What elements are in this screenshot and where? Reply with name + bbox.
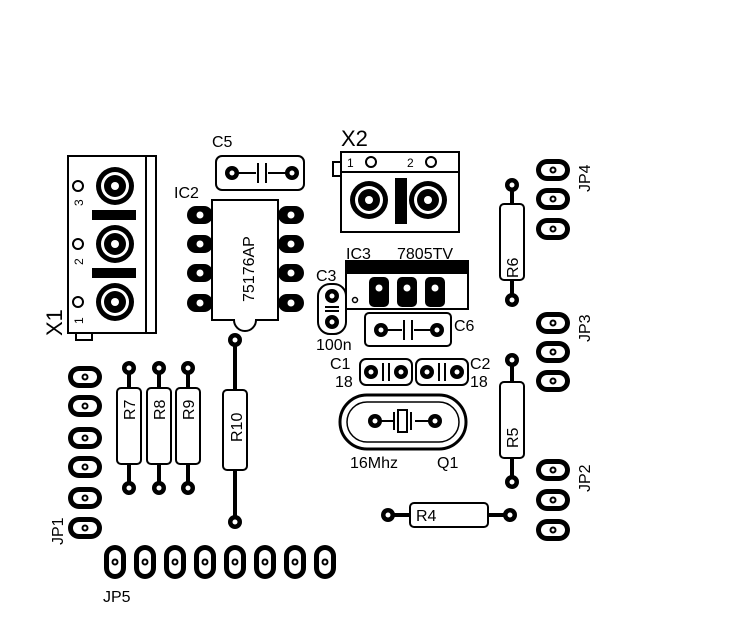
x1-label: X1 (42, 309, 67, 336)
c5-label: C5 (212, 134, 233, 151)
q1-frequency-label: 16Mhz (350, 455, 398, 472)
c6-capacitor: C6 (364, 312, 475, 347)
x1-pin3-label: 3 (72, 199, 86, 206)
x2-pin2-label: 2 (407, 156, 414, 170)
jp1-header: JP1 (50, 366, 102, 545)
c3-capacitor: C3 100n (316, 268, 352, 354)
jp4-header: JP4 (536, 159, 594, 240)
r9-label: R9 (181, 399, 198, 420)
r6-label: R6 (505, 257, 522, 278)
r5-label: R5 (505, 427, 522, 448)
c2-label: C2 (470, 356, 491, 373)
r8-resistor: R8 (146, 361, 172, 495)
jp5-header: JP5 (103, 545, 336, 606)
ic2-part-label: 75176AP (241, 236, 258, 302)
c1-value-label: 18 (335, 374, 353, 391)
r6-resistor: R6 (499, 178, 525, 307)
c1-label: C1 (330, 356, 351, 373)
jp4-label: JP4 (577, 164, 594, 192)
r9-resistor: R9 (175, 361, 201, 495)
jp3-label: JP3 (577, 314, 594, 342)
x2-label: X2 (341, 126, 368, 151)
r5-resistor: R5 (499, 353, 525, 489)
c2-value-label: 18 (470, 374, 488, 391)
x2-pin1-label: 1 (347, 156, 354, 170)
r7-label: R7 (122, 399, 139, 420)
c2-capacitor: C2 18 (415, 356, 491, 391)
c5-capacitor: C5 (212, 134, 305, 191)
ic3-regulator: IC3 7805TV (345, 246, 469, 310)
r4-resistor: R4 (381, 502, 517, 528)
r10-resistor: R10 (222, 333, 248, 529)
x1-pin1-label: 1 (72, 317, 86, 324)
jp2-label: JP2 (577, 464, 594, 492)
ic2-label: IC2 (174, 185, 199, 202)
x2-terminal-block: 1 2 X2 (332, 126, 460, 233)
ic3-label: IC3 (346, 246, 371, 263)
jp3-header: JP3 (536, 312, 594, 392)
jp1-label: JP1 (50, 517, 67, 545)
r7-resistor: R7 (116, 361, 142, 495)
jp2-header: JP2 (536, 459, 594, 541)
r8-label: R8 (152, 399, 169, 420)
r10-label: R10 (229, 413, 246, 442)
c3-value-label: 100n (316, 337, 352, 354)
q1-crystal: 16Mhz Q1 (338, 393, 468, 472)
ic2-chip: IC2 75176AP (174, 185, 304, 332)
jp5-label: JP5 (103, 589, 131, 606)
r4-label: R4 (416, 508, 437, 525)
c1-capacitor: C1 18 (330, 356, 413, 391)
x1-pin2-label: 2 (72, 258, 86, 265)
c3-label: C3 (316, 268, 337, 285)
x1-terminal-block: 3 2 1 X1 (42, 155, 157, 341)
ic3-part-label: 7805TV (397, 246, 453, 263)
q1-label: Q1 (437, 455, 458, 472)
c6-label: C6 (454, 318, 475, 335)
